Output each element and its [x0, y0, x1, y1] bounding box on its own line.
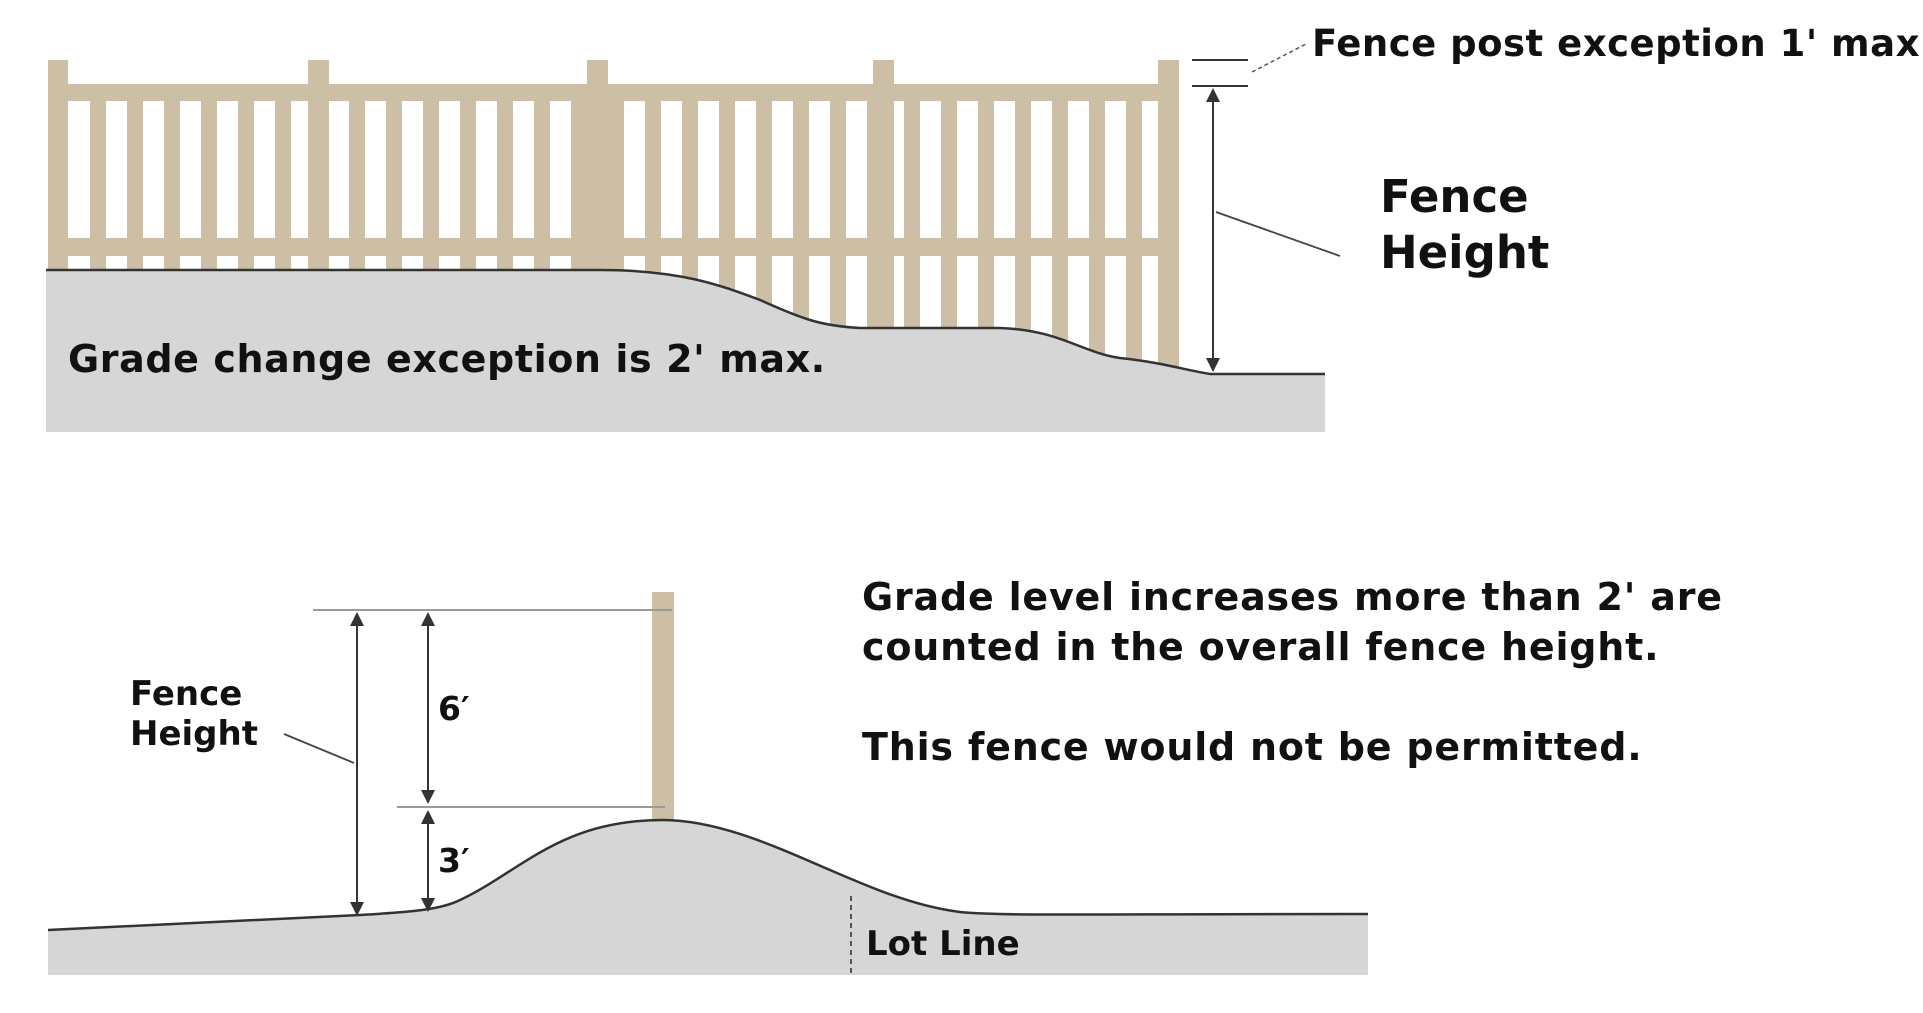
post-exception-leader	[1251, 43, 1307, 73]
dim-6ft-label: 6′	[438, 689, 470, 728]
fence-bottom-rail	[48, 238, 1178, 256]
bottom-diagram: 6′ 3′ Fence Height Lot Line Grade level …	[47, 575, 1723, 975]
top-ground-edge	[46, 268, 1325, 376]
fence-picket	[904, 84, 920, 384]
fence-picket	[1015, 84, 1031, 384]
fence-picket	[1052, 84, 1068, 384]
dim-3ft-label: 3′	[438, 841, 470, 880]
bottom-fence-height-label-line1: Fence	[130, 674, 242, 714]
fence-post	[1158, 60, 1179, 370]
fence-post	[308, 60, 329, 278]
fence-height-label-line1: Fence	[1380, 170, 1529, 223]
top-diagram: Fence post exception 1' max. Fence Heigh…	[46, 22, 1923, 432]
lot-line-label: Lot Line	[866, 924, 1020, 964]
overall-height-arrow-bottom	[350, 902, 364, 916]
note-line-3: This fence would not be permitted.	[862, 725, 1642, 769]
bottom-fence-height-leader	[283, 733, 355, 764]
dim-6ft-arrow-bottom	[421, 790, 435, 804]
fence-picket	[830, 84, 846, 384]
fence-height-arrow-top	[1206, 88, 1220, 102]
fence-post	[873, 60, 894, 335]
dim-3ft-arrow-bottom	[421, 898, 435, 912]
fence-height-arrow-bottom	[1206, 358, 1220, 372]
grade-change-label: Grade change exception is 2' max.	[68, 337, 826, 381]
note-line-2: counted in the overall fence height.	[862, 625, 1659, 669]
overall-height-arrow-top	[350, 612, 364, 626]
bottom-ground	[48, 820, 1368, 975]
dim-3ft-arrow-top	[421, 810, 435, 824]
top-ground	[46, 270, 1325, 432]
fence-post-on-mound	[652, 592, 674, 822]
bottom-fence-height-label-line2: Height	[130, 714, 258, 754]
fence-post	[587, 60, 608, 285]
fence-picket	[1089, 84, 1105, 384]
fence-picket	[793, 84, 809, 384]
fence-top-rail	[48, 84, 1178, 101]
bottom-ground-edge	[47, 818, 1369, 932]
fence-picket	[1126, 84, 1142, 384]
note-line-1: Grade level increases more than 2' are	[862, 575, 1723, 619]
fence-picket	[978, 84, 994, 384]
post-exception-label: Fence post exception 1' max.	[1312, 22, 1923, 65]
fence-picket	[941, 84, 957, 384]
fence-post	[48, 60, 68, 278]
dim-6ft-arrow-top	[421, 612, 435, 626]
fence-height-label-line2: Height	[1380, 226, 1549, 279]
fence-height-leader	[1215, 211, 1341, 257]
